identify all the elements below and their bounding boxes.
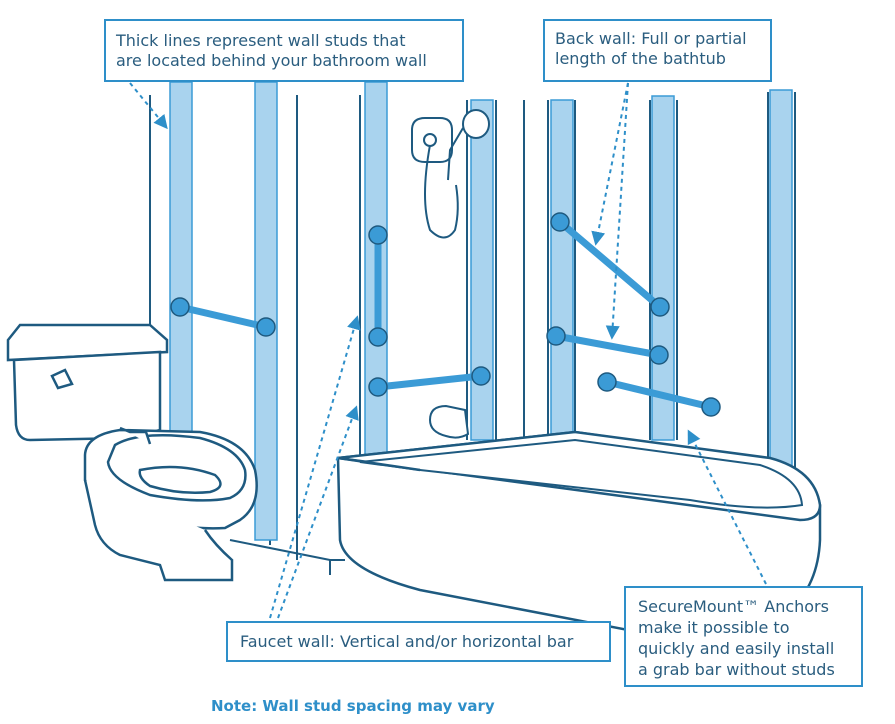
- bar-back-anchor: [603, 378, 715, 411]
- stud-6: [651, 95, 675, 441]
- callout-wall-studs: Thick lines represent wall studs that ar…: [104, 19, 464, 82]
- bar-back-diagonal: [556, 218, 664, 311]
- bar-faucet-horizontal: [374, 372, 485, 391]
- callout-anchor-line3: quickly and easily install: [638, 639, 835, 658]
- leader-lines: [129, 82, 767, 619]
- stud-1: [169, 81, 193, 443]
- stud-4: [470, 99, 494, 441]
- stud-2: [254, 81, 278, 541]
- callout-studs-line2: are located behind your bathroom wall: [116, 51, 427, 70]
- callout-faucet-wall: Faucet wall: Vertical and/or horizontal …: [226, 621, 611, 662]
- stud-7: [769, 89, 793, 481]
- leader-back-2: [605, 82, 629, 340]
- callout-back-wall: Back wall: Full or partial length of the…: [543, 19, 772, 82]
- leader-back-1: [591, 82, 629, 246]
- tub-spout: [428, 404, 470, 439]
- callout-faucet-text: Faucet wall: Vertical and/or horizontal …: [240, 632, 574, 651]
- callout-back-line1: Back wall: Full or partial: [555, 29, 747, 48]
- grab-bar-mounts: [170, 212, 721, 417]
- callout-studs-line1: Thick lines represent wall studs that: [116, 31, 406, 50]
- leader-studs: [129, 82, 168, 130]
- shower-head: [411, 109, 490, 239]
- callout-securemount-anchors: SecureMount™ Anchors make it possible to…: [624, 586, 863, 687]
- bar-back-horizontal: [552, 332, 663, 359]
- walls: [149, 92, 796, 560]
- callout-anchor-line2: make it possible to: [638, 618, 790, 637]
- callout-anchor-line1: SecureMount™ Anchors: [638, 597, 829, 616]
- grab-bars: [176, 218, 715, 411]
- callout-anchor-line4: a grab bar without studs: [638, 660, 835, 679]
- leader-faucet-2: [277, 405, 359, 619]
- bar-left-wall: [176, 303, 270, 331]
- stud-5: [550, 99, 574, 441]
- toilet: [6, 323, 258, 582]
- spacing-note: Note: Wall stud spacing may vary: [211, 697, 495, 715]
- callout-back-line2: length of the bathtub: [555, 49, 726, 68]
